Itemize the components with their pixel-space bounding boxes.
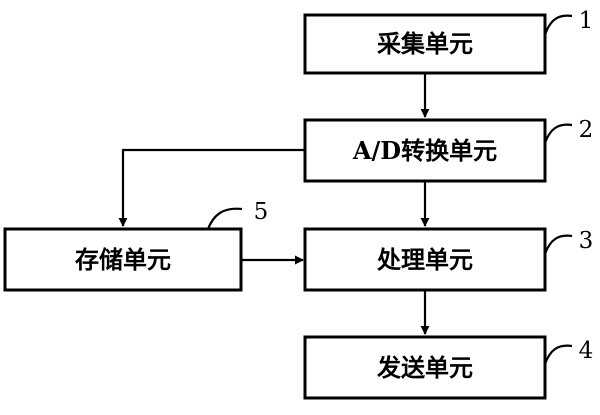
node-storage-label: 存储单元 — [75, 245, 171, 274]
edge-ad-to-storage — [118, 148, 305, 227]
node-acquisition: 采集单元 1 — [303, 8, 594, 75]
node-sending: 发送单元 4 — [303, 335, 594, 400]
node-ad-conversion-label: A/D转换单元 — [352, 136, 497, 165]
node-storage: 存储单元 5 — [3, 199, 269, 292]
ref-number-5: 5 — [254, 199, 269, 225]
leader-line-2 — [543, 123, 573, 144]
node-acquisition-label: 采集单元 — [377, 29, 473, 58]
leader-line-3 — [543, 234, 573, 255]
node-sending-label: 发送单元 — [376, 353, 473, 382]
leader-line-5 — [206, 207, 243, 230]
node-processing-label: 处理单元 — [376, 245, 473, 274]
leader-line-4 — [543, 344, 573, 365]
ref-number-1: 1 — [579, 8, 594, 34]
ref-number-3: 3 — [579, 228, 594, 254]
node-processing: 处理单元 3 — [303, 227, 594, 292]
leader-line-1 — [543, 14, 573, 36]
ref-number-2: 2 — [579, 117, 594, 143]
ref-number-4: 4 — [579, 338, 594, 364]
node-ad-conversion: A/D转换单元 2 — [303, 117, 594, 183]
